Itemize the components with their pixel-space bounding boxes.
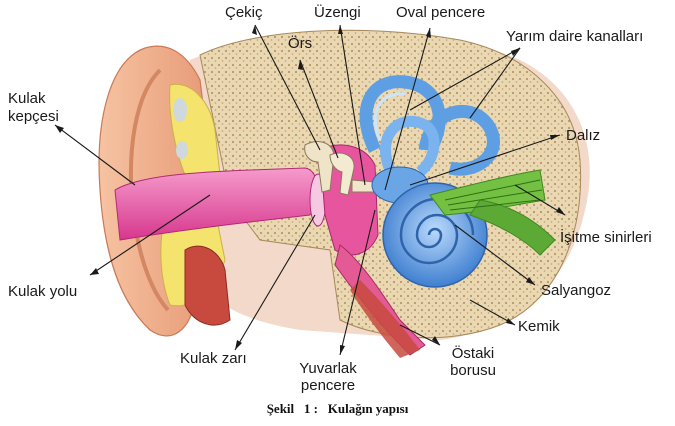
- label-cekic: Çekiç: [225, 4, 263, 21]
- label-isitme-sinirleri: İşitme sinirleri: [560, 229, 652, 246]
- leader-oval-pencere: [384, 27, 431, 191]
- label-uzengi: Üzengi: [314, 4, 361, 21]
- leader-salyangoz: [454, 224, 536, 286]
- label-ostaki-2: borusu: [450, 362, 496, 379]
- label-ostaki: Östaki borusu: [438, 345, 508, 379]
- leader-yarim-daire-1: [409, 47, 521, 111]
- fat-globule: [176, 141, 188, 159]
- fat-globule: [173, 98, 187, 122]
- caption-title: Kulağın yapısı: [327, 401, 409, 416]
- label-kulak-kepcesi-1: Kulak: [8, 90, 46, 107]
- caption-prefix: Şekil: [266, 401, 295, 416]
- leader-yuvarlak: [339, 209, 376, 356]
- label-kulak-yolu: Kulak yolu: [8, 283, 78, 300]
- cochlea-spiral: [399, 197, 475, 265]
- label-kemik: Kemik: [518, 318, 560, 335]
- leader-uzengi: [339, 24, 366, 186]
- leader-ors: [299, 59, 339, 159]
- leader-cekic: [254, 24, 321, 151]
- leader-lines: [54, 24, 566, 356]
- leader-kulak-kepcesi: [54, 124, 136, 186]
- incus-bone: [329, 152, 355, 196]
- label-daliz: Dalız: [566, 127, 601, 144]
- leader-kulak-yolu: [89, 194, 211, 276]
- semicircular-canal-posterior: [418, 104, 500, 176]
- label-kulak-kepcesi-2: kepçesi: [8, 108, 59, 125]
- leader-arrowheads: [55, 25, 565, 355]
- figure-caption: Şekil 1 : Kulağın yapısı: [0, 401, 675, 417]
- muscle: [184, 245, 231, 326]
- leader-isitme: [514, 184, 566, 216]
- label-yarim-daire: Yarım daire kanalları: [506, 28, 644, 45]
- caption-number: 1 :: [303, 401, 318, 416]
- nerve-fibers: [444, 179, 543, 211]
- malleus-bone: [304, 141, 335, 193]
- canal-highlight: [373, 92, 406, 141]
- label-yuvarlak-1: Yuvarlak: [299, 360, 357, 377]
- label-yuvarlak-pencere: Yuvarlak pencere: [288, 360, 368, 394]
- label-oval-pencere: Oval pencere: [396, 4, 486, 21]
- tube-muscle: [350, 280, 420, 358]
- leader-yarim-daire-2: [469, 47, 521, 119]
- leader-ostaki: [399, 324, 441, 346]
- label-yuvarlak-2: pencere: [300, 377, 356, 394]
- semicircular-canal-lateral: [380, 115, 440, 177]
- label-ors: Örs: [288, 35, 313, 52]
- label-ostaki-1: Östaki: [451, 345, 495, 362]
- auditory-nerve-bundle: [469, 199, 556, 256]
- label-salyangoz: Salyangoz: [541, 282, 612, 299]
- label-kulak-zari: Kulak zarı: [180, 350, 247, 367]
- leader-kulak-zari: [234, 214, 316, 351]
- leader-daliz: [409, 134, 561, 186]
